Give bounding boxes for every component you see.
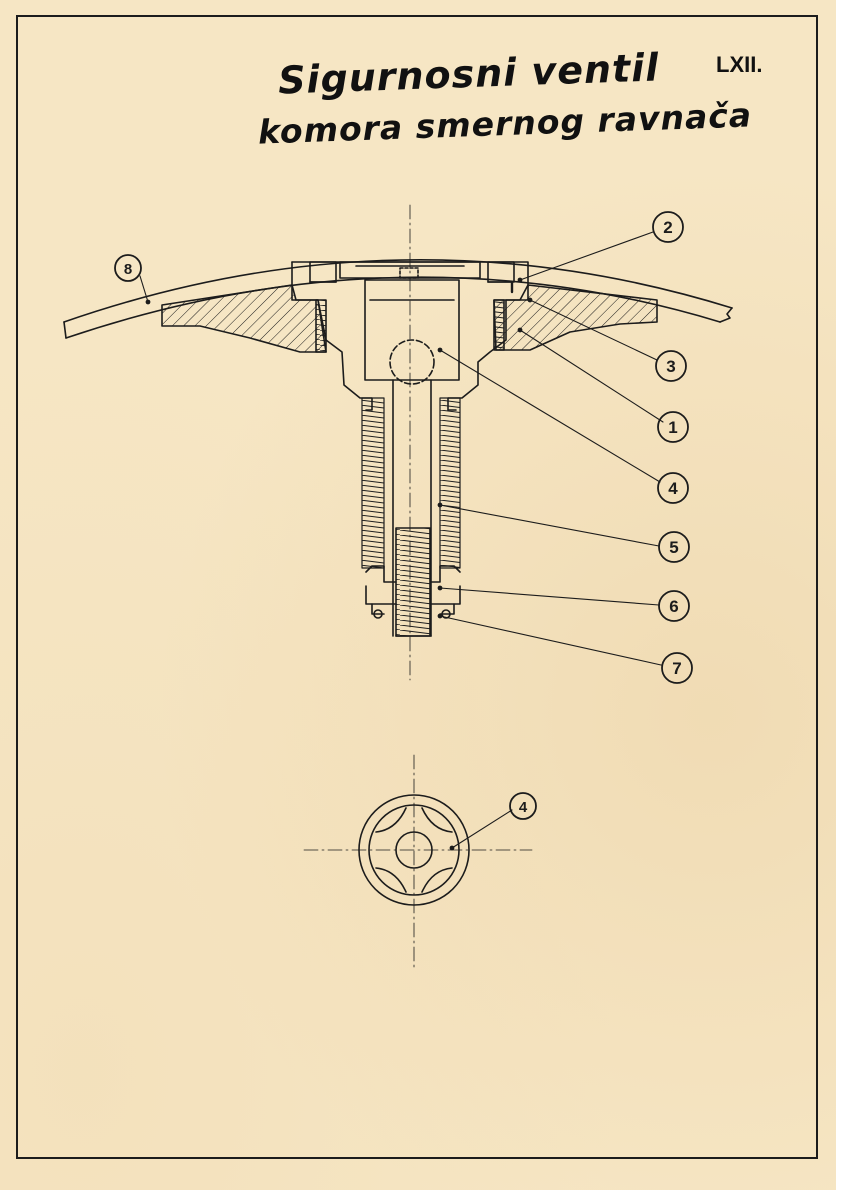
callout-8: 8: [124, 261, 132, 278]
spring-nut: [365, 565, 461, 619]
callout-4: 4: [668, 479, 678, 498]
callout-1: 1: [668, 418, 677, 437]
leader-lines: [139, 231, 664, 849]
drawing-frame: [16, 15, 818, 1159]
callout-7: 7: [672, 659, 681, 678]
callout-2: 2: [663, 218, 672, 237]
leader-dots: [145, 277, 533, 851]
boss-left: [161, 284, 327, 353]
callout-4-plan: 4: [519, 799, 528, 816]
callout-6: 6: [669, 597, 678, 616]
plug-plan-view: [358, 794, 470, 906]
callout-3: 3: [666, 357, 675, 376]
spring-left: [361, 397, 385, 569]
drawing-sheet: Sigurnosni ventil komora smernog ravnača…: [0, 0, 836, 1190]
spring-right: [439, 397, 461, 569]
valve-stem: [392, 379, 432, 637]
callout-bubbles: [114, 211, 693, 820]
valve-plug: [339, 261, 481, 385]
callout-5: 5: [669, 538, 678, 557]
sheet-number: LXII.: [716, 52, 763, 77]
boss-right: [493, 284, 658, 351]
